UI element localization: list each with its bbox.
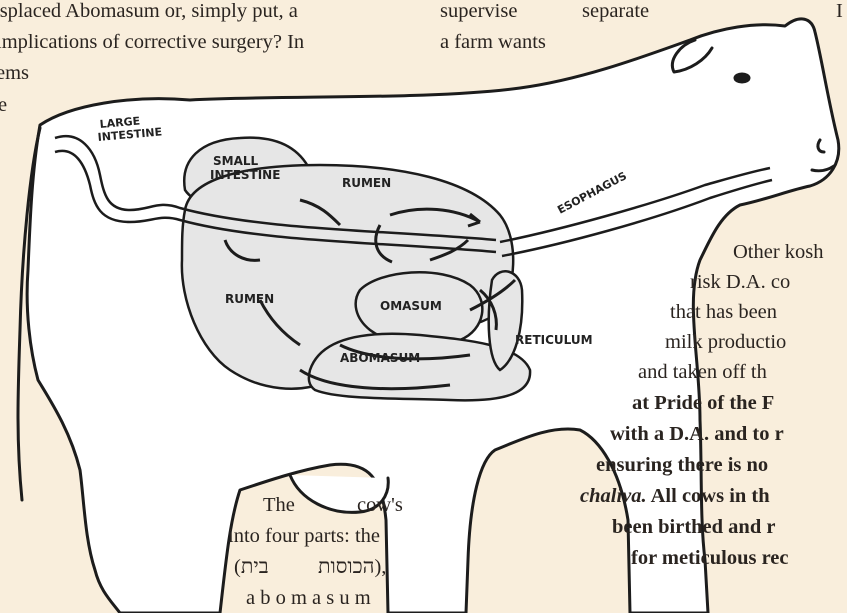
text-bottom-line-2: into four parts: the bbox=[228, 521, 380, 551]
label-omasum: OMASUM bbox=[380, 299, 442, 313]
label-reticulum: RETICULUM bbox=[515, 333, 593, 347]
text-bottom-line-4: a b o m a s u m bbox=[246, 583, 371, 613]
text-right-line-10: been birthed and r bbox=[612, 512, 775, 542]
text-bottom-line-1a: The bbox=[263, 490, 295, 520]
text-bottom-line-1b: cow's bbox=[357, 490, 403, 520]
text-bottom-line-3a: (בית bbox=[234, 552, 269, 582]
text-right-line-9-rest: All cows in th bbox=[647, 485, 770, 507]
cow-eye bbox=[735, 74, 749, 82]
label-abomasum: ABOMASUM bbox=[340, 351, 420, 365]
label-rumen-left: RUMEN bbox=[225, 292, 274, 306]
text-right-line-4: milk productio bbox=[665, 327, 786, 357]
text-right-line-1: Other kosh bbox=[733, 237, 824, 267]
label-small-intestine-2: INTESTINE bbox=[210, 168, 280, 182]
text-bottom-line-3b: הכוסות), bbox=[318, 552, 386, 582]
text-right-line-11: for meticulous rec bbox=[631, 543, 789, 573]
label-rumen-top: RUMEN bbox=[342, 176, 391, 190]
text-right-line-9: chaliva. All cows in th bbox=[580, 481, 770, 511]
text-right-line-2: risk D.A. co bbox=[690, 267, 790, 297]
text-right-line-5: and taken off th bbox=[638, 357, 767, 387]
label-small-intestine-1: SMALL bbox=[213, 154, 259, 168]
text-right-line-8: ensuring there is no bbox=[596, 450, 768, 480]
text-right-line-6: at Pride of the F bbox=[632, 388, 774, 418]
text-right-line-3: that has been bbox=[670, 297, 777, 327]
text-right-line-7: with a D.A. and to r bbox=[610, 419, 784, 449]
text-right-chaliva: chaliva. bbox=[580, 485, 647, 507]
